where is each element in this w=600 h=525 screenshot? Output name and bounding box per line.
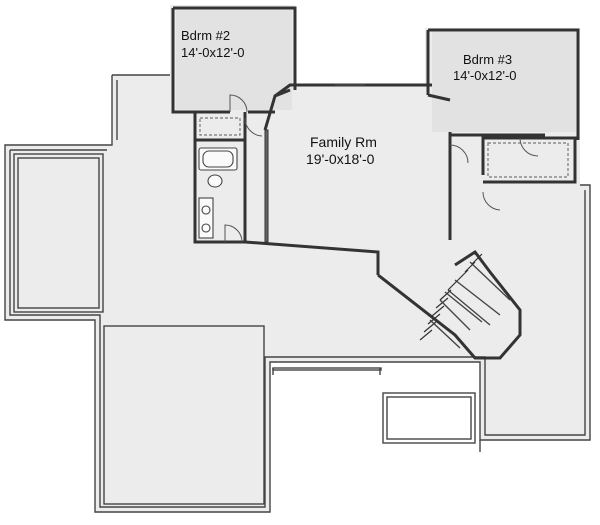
bedroom-3-size: 14'-0x12'-0: [453, 68, 517, 83]
left-storage-area: [13, 153, 104, 313]
sink-icon: [201, 205, 211, 215]
bedroom-2: [171, 6, 297, 114]
family-room-size: 19'-0x18'-0: [306, 151, 375, 167]
bedroom-2-closet: [193, 112, 263, 142]
family-room-name: Family Rm: [310, 134, 377, 150]
bottom-storage-area: [103, 325, 265, 505]
bedroom-3-closet: [482, 136, 577, 211]
staircase: [377, 249, 522, 360]
sink-icon: [201, 223, 211, 233]
bathroom: [193, 140, 247, 244]
bedroom-2-size: 14'-0x12'-0: [181, 45, 245, 60]
toilet: [207, 174, 223, 188]
bedroom-2-name: Bdrm #2: [181, 28, 230, 43]
mechanical-area: [272, 367, 476, 444]
bedroom-3: [426, 28, 580, 175]
bedroom-3-name: Bdrm #3: [463, 52, 512, 67]
